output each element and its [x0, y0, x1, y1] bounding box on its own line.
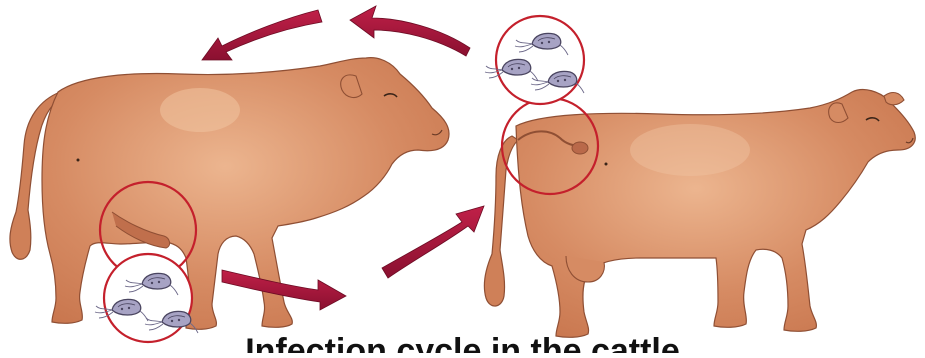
- arrow-top-left: [202, 10, 322, 60]
- arrow-top-right: [350, 6, 470, 56]
- cow-tail: [484, 136, 518, 306]
- diagram-caption: Infection cycle in the cattle: [0, 331, 925, 353]
- bull-body: [42, 58, 449, 330]
- arrow-bottom-right: [382, 206, 484, 278]
- bull-icon: [10, 58, 449, 330]
- bull-parasite-circle: [104, 254, 192, 342]
- cow-icon: [484, 90, 915, 338]
- cow-parasite-circle: [496, 16, 584, 104]
